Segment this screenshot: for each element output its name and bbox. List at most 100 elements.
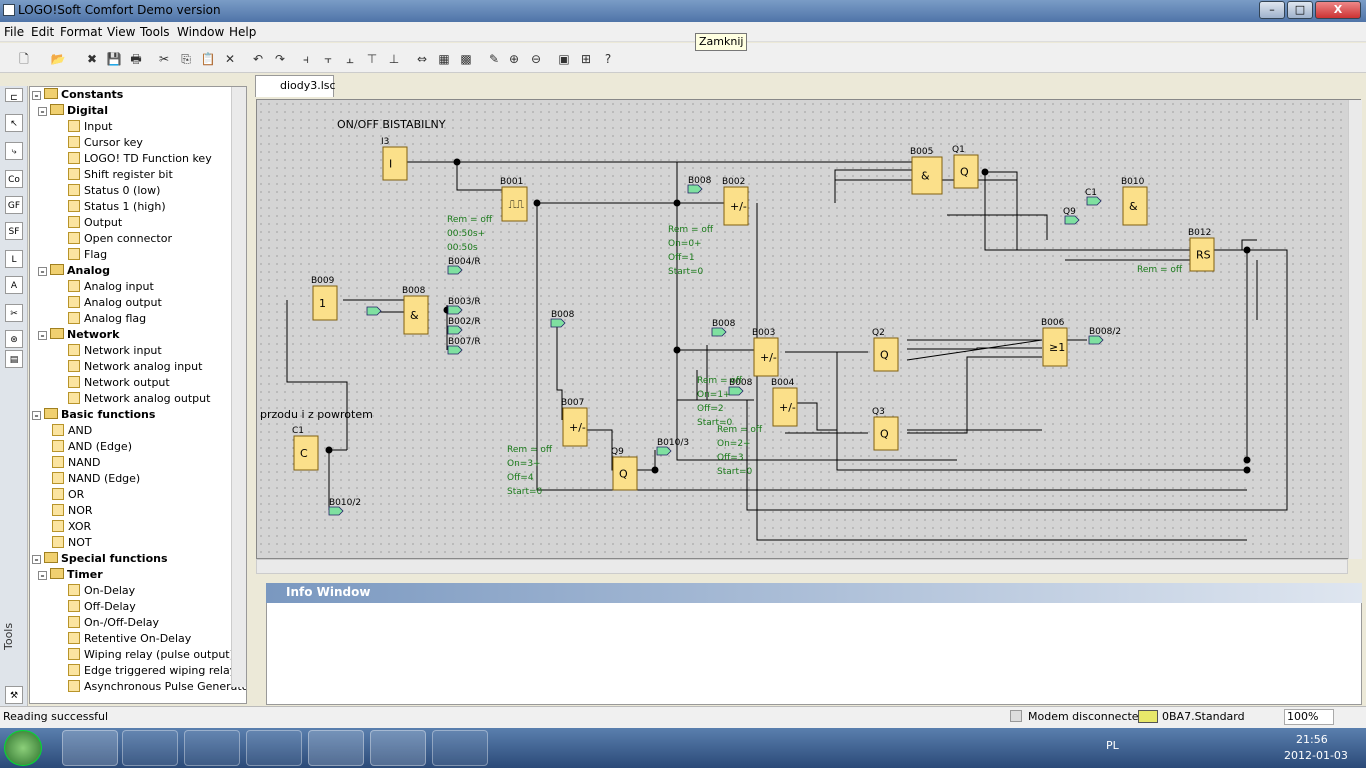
network-icon[interactable]: ⊞ — [580, 52, 592, 66]
undo-icon[interactable]: ↶ — [252, 52, 264, 66]
distribute-icon[interactable]: ⇔ — [416, 52, 428, 66]
tree-item[interactable]: Analog output — [68, 295, 162, 311]
tree-item[interactable]: Network output — [68, 375, 170, 391]
tools-wrench-icon[interactable]: ⚒ — [5, 686, 23, 704]
tree-scrollbar[interactable] — [231, 87, 246, 687]
tree-network[interactable]: –Network — [38, 327, 119, 343]
explorer-icon[interactable] — [184, 730, 240, 766]
tree-item[interactable]: Shift register bit — [68, 167, 173, 183]
tree-item[interactable]: Status 0 (low) — [68, 183, 160, 199]
expand-icon[interactable]: – — [38, 107, 47, 116]
select-tool-icon[interactable]: ↖ — [5, 114, 23, 132]
messenger-icon[interactable] — [246, 730, 302, 766]
tree-special-functions[interactable]: –Special functions — [32, 551, 168, 567]
acrobat-icon[interactable] — [308, 730, 364, 766]
zoom-in-icon[interactable]: ⊕ — [508, 52, 520, 66]
tree-item[interactable]: XOR — [52, 519, 91, 535]
text-tool-icon[interactable]: A — [5, 276, 23, 294]
print-icon[interactable]: 🖶 — [130, 52, 142, 66]
copy-icon[interactable]: ⎘ — [181, 52, 191, 66]
tree-item[interactable]: Open connector — [68, 231, 172, 247]
cut-connection-icon[interactable]: ✂ — [5, 304, 23, 322]
constants-tool-icon[interactable]: Co — [5, 170, 23, 188]
close-button[interactable]: X — [1315, 1, 1361, 19]
group-icon[interactable]: ▦ — [438, 52, 450, 66]
expand-icon[interactable]: – — [32, 91, 41, 100]
tree-digital[interactable]: –Digital — [38, 103, 108, 119]
menu-file[interactable]: File — [4, 25, 25, 39]
menu-tools[interactable]: Tools — [140, 25, 170, 39]
zoom-out-icon[interactable]: ⊖ — [530, 52, 542, 66]
canvas-vscrollbar[interactable] — [1348, 100, 1362, 559]
align-top-icon[interactable]: ⊤ — [366, 52, 378, 66]
tree-item[interactable]: OR — [52, 487, 84, 503]
tree-item[interactable]: Flag — [68, 247, 107, 263]
fit-icon[interactable]: ▣ — [558, 52, 570, 66]
network-globe-icon[interactable] — [432, 730, 488, 766]
new-file-icon[interactable]: 🗋 — [19, 52, 29, 66]
tree-item[interactable]: Analog flag — [68, 311, 146, 327]
simulation-icon[interactable]: ✎ — [488, 52, 500, 66]
align-left-icon[interactable]: ⫞ — [302, 52, 309, 66]
cut-icon[interactable]: ✂ — [158, 52, 170, 66]
tree-item[interactable]: Wiping relay (pulse output) — [68, 647, 234, 663]
tree-analog[interactable]: –Analog — [38, 263, 110, 279]
help-icon[interactable]: ? — [604, 52, 612, 66]
align-center-icon[interactable]: ⫟ — [324, 52, 332, 66]
expand-icon[interactable]: – — [32, 411, 41, 420]
simulation-tool-icon[interactable]: ⊛ — [5, 330, 23, 348]
tree-item[interactable]: Network analog output — [68, 391, 210, 407]
menu-window[interactable]: Window — [177, 25, 225, 39]
logosoft-icon[interactable] — [370, 730, 426, 766]
media-player-icon[interactable] — [122, 730, 178, 766]
clock-date[interactable]: 2012-01-03 — [1284, 749, 1348, 762]
tree-item[interactable]: AND — [52, 423, 92, 439]
tree-item[interactable]: AND (Edge) — [52, 439, 132, 455]
delete-icon[interactable]: ✕ — [224, 52, 236, 66]
align-bottom-icon[interactable]: ⊥ — [388, 52, 400, 66]
menu-edit[interactable]: Edit — [31, 25, 55, 39]
tree-item[interactable]: LOGO! TD Function key — [68, 151, 212, 167]
maximize-button[interactable]: □ — [1287, 1, 1313, 19]
start-button[interactable] — [4, 730, 42, 766]
tree-item[interactable]: Input — [68, 119, 112, 135]
canvas-hscrollbar[interactable] — [256, 559, 1348, 574]
tree-item[interactable]: Off-Delay — [68, 599, 136, 615]
menu-help[interactable]: Help — [229, 25, 257, 39]
menu-view[interactable]: View — [107, 25, 136, 39]
tree-item[interactable]: Output — [68, 215, 122, 231]
close-file-icon[interactable]: ✖ — [86, 52, 98, 66]
tree-item[interactable]: NOR — [52, 503, 93, 519]
paste-icon[interactable]: 📋 — [200, 52, 216, 66]
tree-item[interactable]: NAND — [52, 455, 100, 471]
tree-item[interactable]: Asynchronous Pulse Generator — [68, 679, 246, 695]
basic-functions-tool-icon[interactable]: GF — [5, 196, 23, 214]
collapse-icon[interactable]: ⊏ — [5, 88, 23, 103]
expand-icon[interactable]: – — [32, 555, 41, 564]
tree-item[interactable]: Retentive On-Delay — [68, 631, 191, 647]
menu-format[interactable]: Format — [60, 25, 103, 39]
tree-basic-functions[interactable]: –Basic functions — [32, 407, 155, 423]
align-right-icon[interactable]: ⫠ — [346, 52, 354, 66]
online-test-icon[interactable]: ▤ — [5, 350, 23, 368]
tree-item[interactable]: Network analog input — [68, 359, 202, 375]
expand-icon[interactable]: – — [38, 571, 47, 580]
special-functions-tool-icon[interactable]: SF — [5, 222, 23, 240]
tree-timer[interactable]: –Timer — [38, 567, 103, 583]
tree-item[interactable]: Status 1 (high) — [68, 199, 166, 215]
tree-item[interactable]: Network input — [68, 343, 162, 359]
open-file-icon[interactable]: 📂 — [50, 52, 66, 66]
tree-constants[interactable]: –Constants — [32, 87, 123, 103]
clock-time[interactable]: 21:56 — [1296, 733, 1328, 746]
expand-icon[interactable]: – — [38, 331, 47, 340]
tab-diody3[interactable]: diody3.lsc — [255, 75, 336, 97]
connect-tool-icon[interactable]: ⤷ — [5, 142, 23, 160]
minimize-button[interactable]: – — [1259, 1, 1285, 19]
tree-item[interactable]: Edge triggered wiping relay — [68, 663, 236, 679]
ungroup-icon[interactable]: ▩ — [460, 52, 472, 66]
save-icon[interactable]: 💾 — [106, 52, 122, 66]
expand-icon[interactable]: – — [38, 267, 47, 276]
tree-item[interactable]: NOT — [52, 535, 92, 551]
tree-item[interactable]: On-/Off-Delay — [68, 615, 159, 631]
